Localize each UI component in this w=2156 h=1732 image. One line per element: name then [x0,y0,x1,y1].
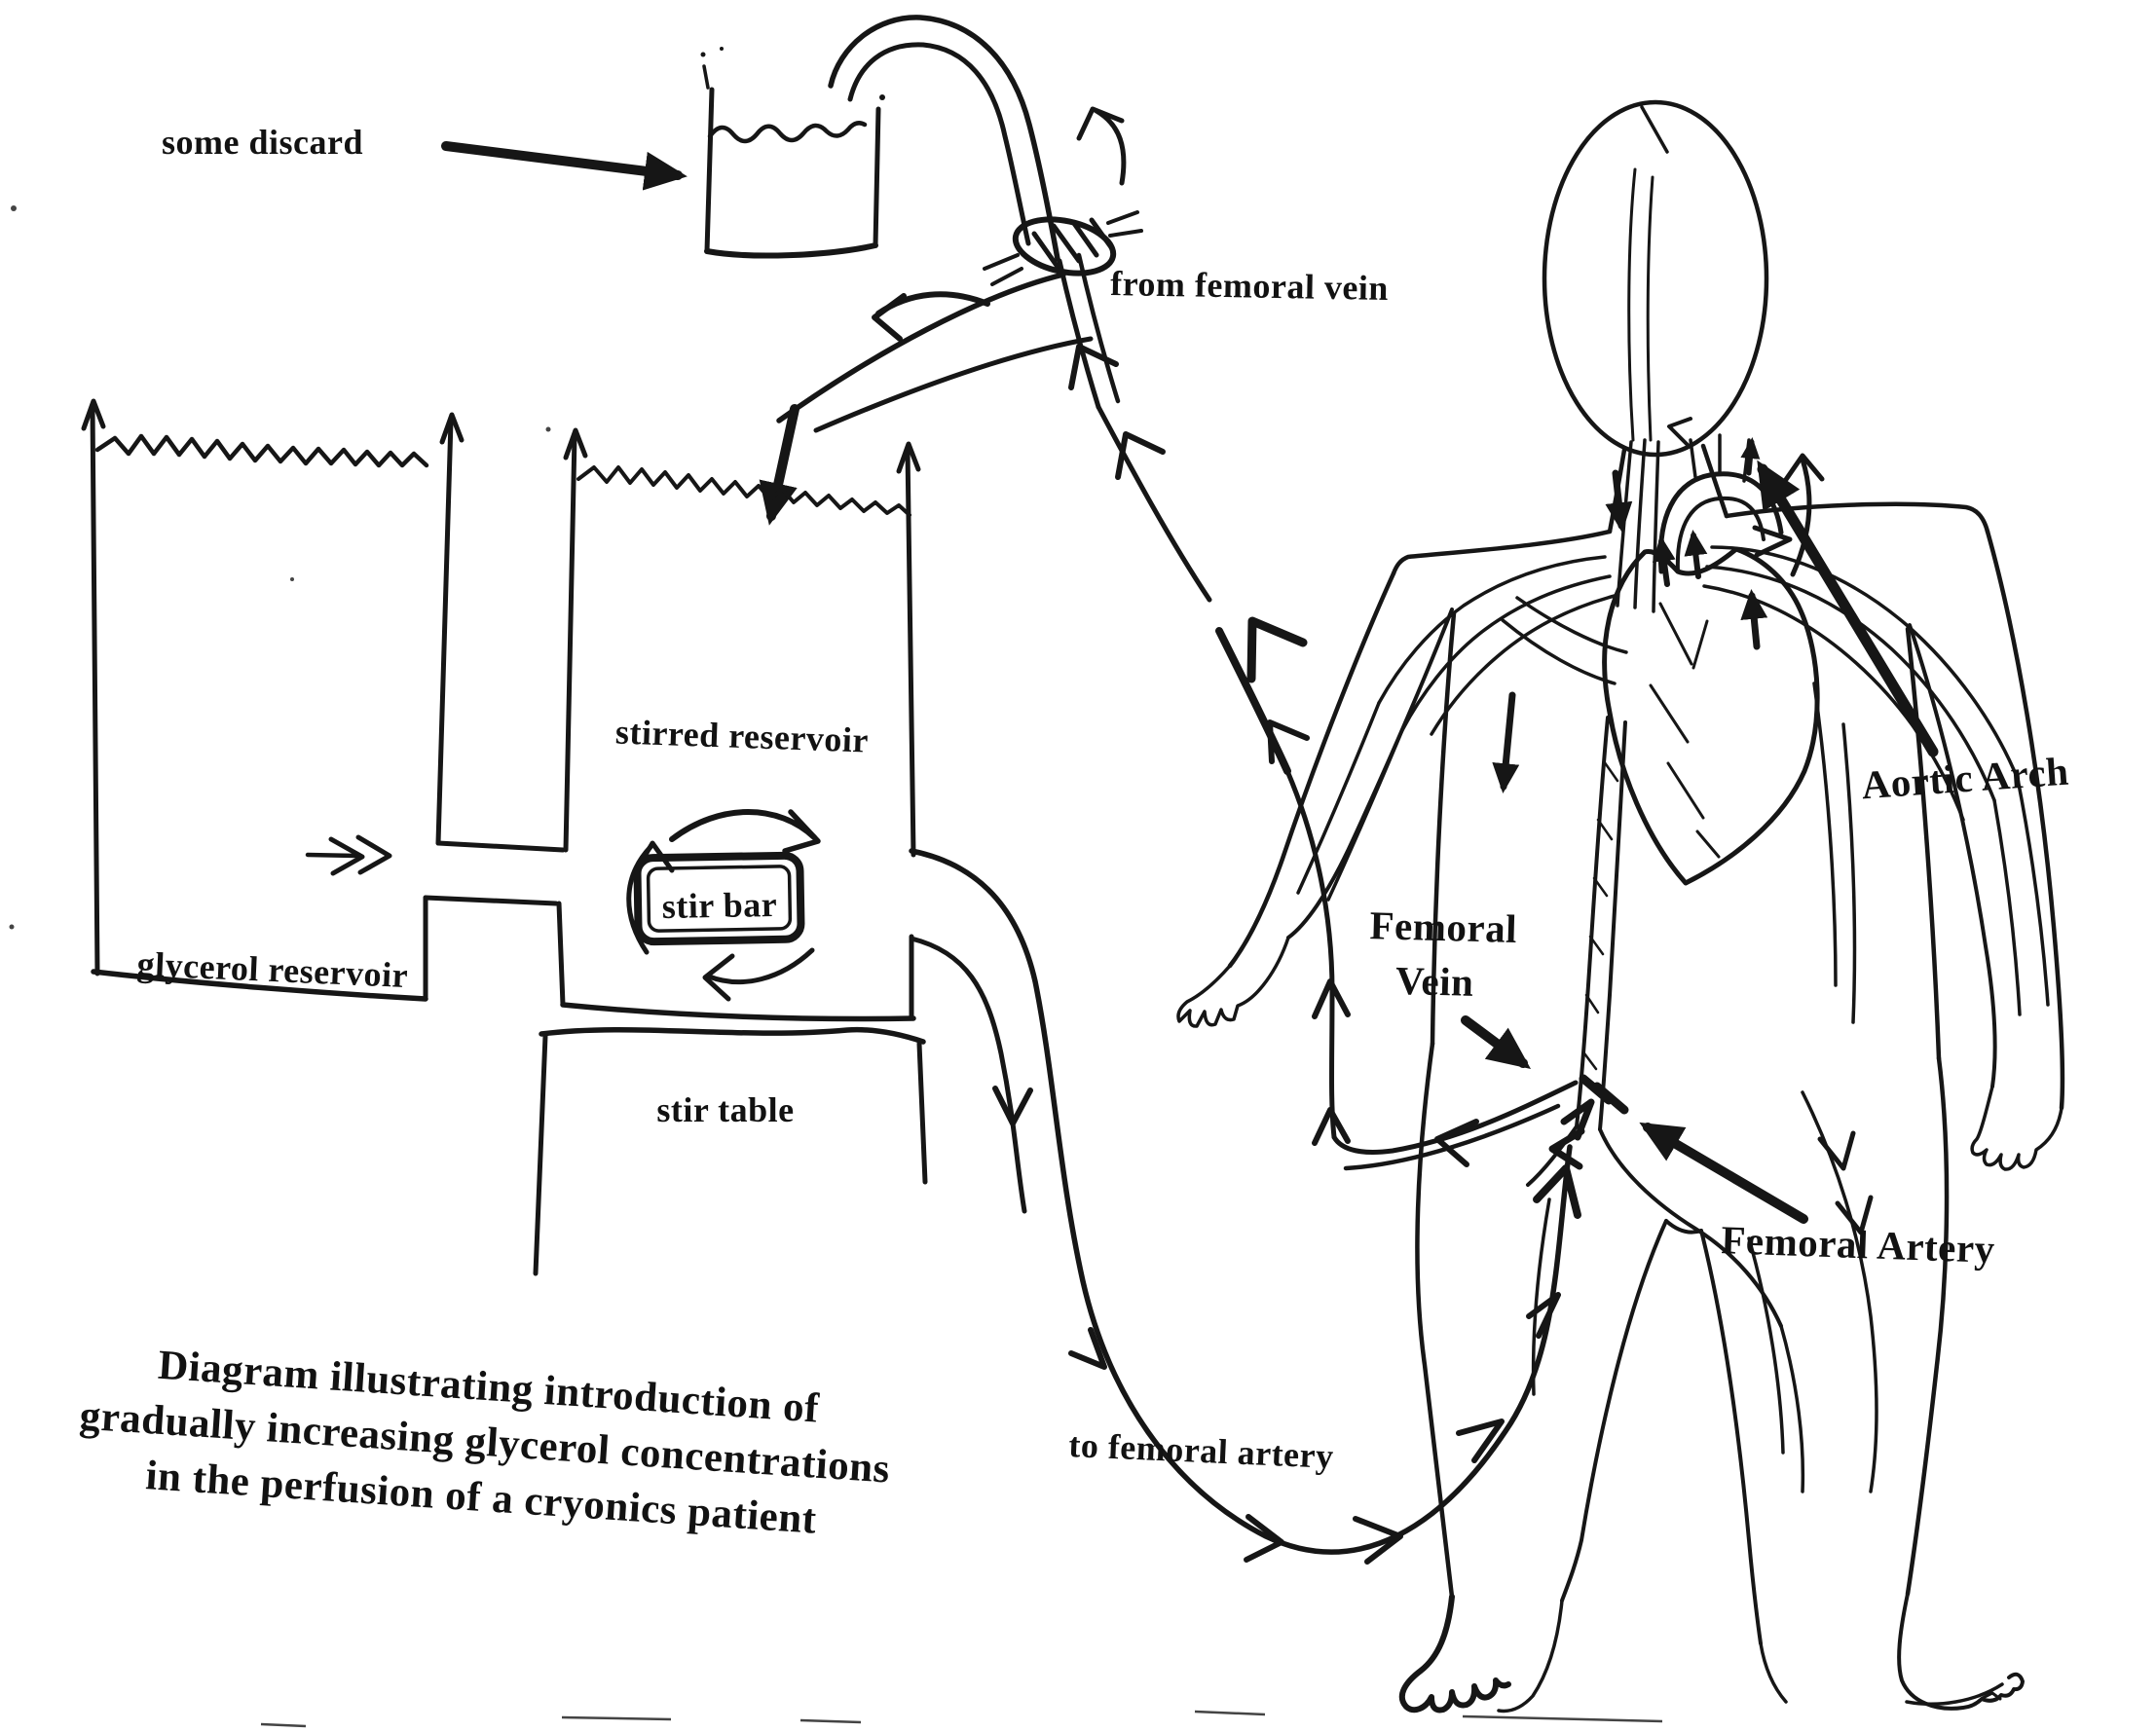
right-shoulder [1724,501,1990,534]
stir-rotation-arrow-top [669,809,817,842]
stir-bar [626,809,821,1002]
stir-table [533,1026,928,1276]
stirred-water-line [576,465,911,517]
right-foot [1759,1592,2025,1711]
left-hand [1176,936,1290,1028]
stir-rotation-arrow-bottom [706,947,815,984]
discard-water-line [707,121,868,144]
left-shoulder [1391,529,1613,576]
stirred-reservoir [556,427,921,1022]
groin-cannulation-site [1548,1074,1629,1170]
overhead-arc-tube [828,15,1060,262]
left-subclavian-vessels [1377,555,1617,736]
vasculature [1296,167,2050,1493]
glycerol-reservoir-label: glycerol reservoir [136,944,409,995]
femoral-artery-arrow [1639,1122,1808,1224]
roller-pump-icon [983,210,1143,286]
human-figure [1176,99,2065,1714]
pump-direction-arrow [1076,106,1127,186]
descending-vessels [1575,716,1627,1131]
some-discard-label: some discard [162,123,363,162]
scan-artifacts [9,205,1663,1728]
femoral-vein-arrow [1461,1015,1532,1069]
heart [1602,546,1820,886]
aortic-arch-arrow [1757,460,1939,757]
stir-table-label: stir table [656,1090,794,1129]
glycerol-water-line [94,433,429,468]
right-leg [1905,1055,1950,1597]
head [1542,99,1769,458]
left-leg [1415,1041,1455,1600]
stir-bar-label: stir bar [661,885,777,926]
femoral-vein-label: Femoral Vein [1368,903,1529,1006]
discard-cup [700,47,885,259]
femoral-artery-label: Femoral Artery [1721,1217,1996,1271]
right-arm [1985,529,2065,1111]
caption: Diagram illustrating introduction of gra… [78,1343,891,1543]
stirred-reservoir-label: stirred reservoir [614,712,869,759]
pour-in-arrow [759,404,799,526]
channel-flow-arrow [328,834,392,876]
inflow-stream [759,272,1094,526]
right-shoulder-flow-arrow [1752,525,1793,558]
from-femoral-vein-label: from femoral vein [1110,264,1389,308]
carotid-vessels [1627,167,1654,442]
left-arm [1227,571,1396,969]
connecting-channel [305,834,566,906]
return-line-from-femoral-vein [1057,252,1579,1171]
to-femoral-artery-label: to femoral artery [1068,1425,1335,1476]
outflow-tube-to-femoral-artery [909,848,1581,1565]
right-hand [1970,1085,2063,1171]
torso [1430,610,1942,1061]
flow-arrowhead-large [1246,616,1308,683]
some-discard-arrow [441,141,688,191]
left-foot [1398,1594,1564,1714]
glycerol-reservoir [81,398,465,1002]
